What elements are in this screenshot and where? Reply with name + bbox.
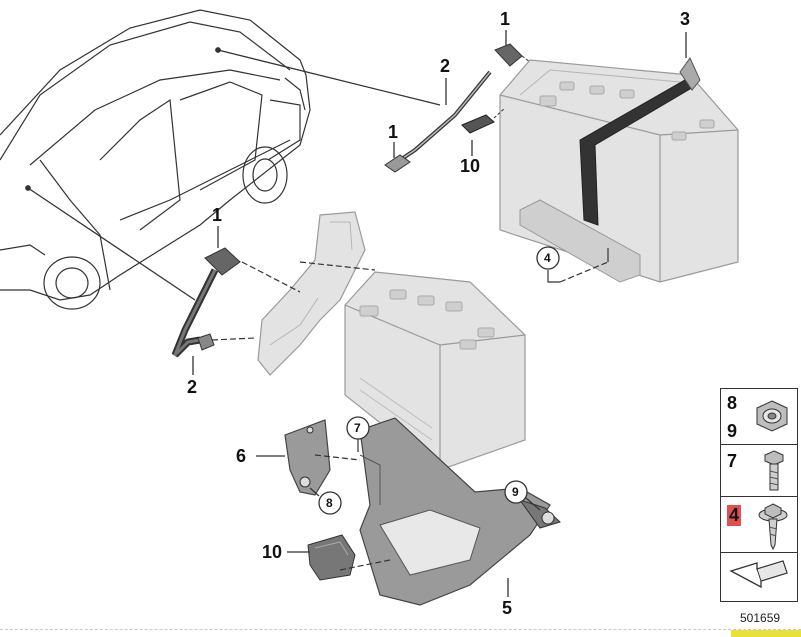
label-low-6: 6 [236, 446, 246, 466]
middle-cable [171, 247, 241, 358]
top-labels: 1 3 2 1 10 [388, 9, 690, 176]
label-low-10: 10 [262, 542, 282, 562]
middle-labels: 1 2 [187, 205, 222, 397]
legend-number-8: 8 [727, 393, 738, 413]
car-outline [0, 9, 311, 310]
callout-label-8: 8 [326, 496, 333, 510]
label-top-10: 10 [460, 156, 480, 176]
callout-4: 4 [536, 246, 609, 283]
legend-number-7: 7 [727, 451, 738, 471]
flange-screw-icon [758, 503, 788, 551]
label-top-1b: 1 [388, 122, 398, 142]
bottom-strip-highlight [731, 630, 801, 637]
top-cable [384, 43, 531, 173]
parts-legend: 8 9 7 4 [720, 388, 798, 620]
label-top-2: 2 [440, 56, 450, 76]
battery-tray [359, 417, 561, 606]
callout-label-9: 9 [512, 485, 519, 499]
label-top-1: 1 [500, 9, 510, 29]
middle-dashed-lines [211, 261, 376, 341]
legend-row-arrow [720, 552, 798, 602]
bolt-icon [764, 450, 784, 491]
legend-number-9: 9 [727, 421, 738, 441]
left-bracket-6 [284, 419, 331, 496]
lower-labels: 6 10 5 7 8 9 [236, 416, 541, 618]
legend-row-bolt: 7 [720, 444, 798, 498]
legend-number-4: 4 [727, 505, 742, 526]
legend-row-screw: 4 [720, 496, 798, 554]
callout-label-7: 7 [354, 421, 361, 435]
hex-nut-icon [756, 400, 788, 432]
car-leader-lines [25, 47, 441, 301]
label-mid-2: 2 [187, 377, 197, 397]
sensor-10-lower [307, 534, 356, 581]
label-low-5: 5 [502, 598, 512, 618]
legend-row-nut: 8 9 [720, 388, 798, 446]
battery-cover [257, 211, 366, 376]
label-top-3: 3 [680, 9, 690, 29]
top-battery [499, 57, 739, 283]
top-sensor-part [461, 107, 506, 134]
reference-number: 501659 [740, 611, 781, 625]
lower-dashed-lines [314, 454, 391, 571]
callout-label-4: 4 [544, 251, 551, 265]
bottom-strip [0, 629, 801, 637]
label-mid-1: 1 [212, 205, 222, 225]
arrow-icon [729, 560, 788, 589]
